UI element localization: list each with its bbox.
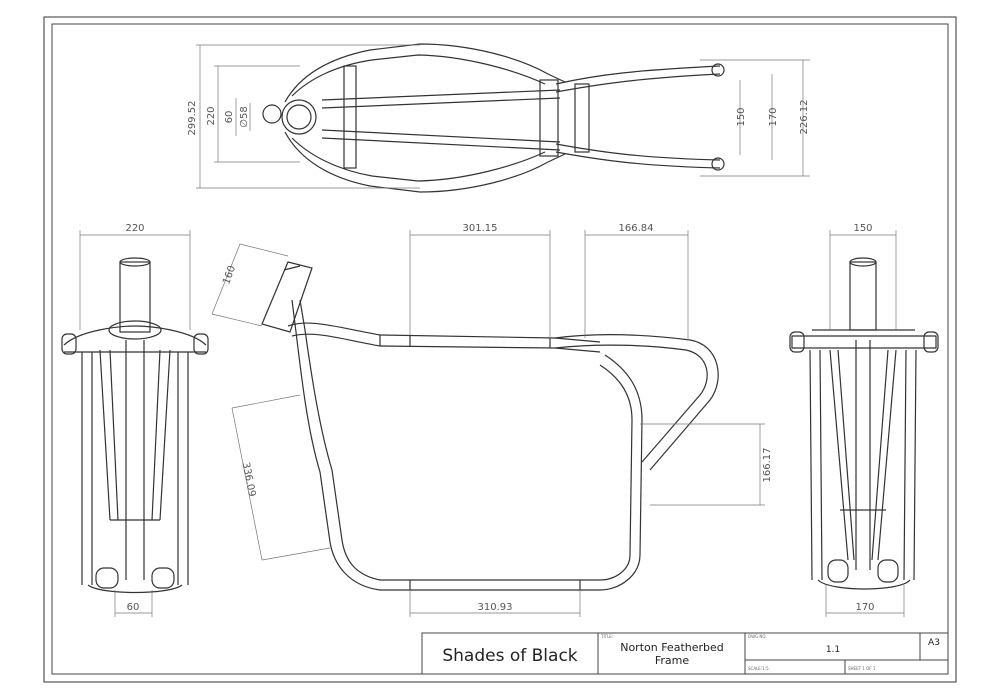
title-label: TITLE: [600, 634, 613, 639]
scale-label: SCALE:1:5 [748, 666, 769, 671]
sheet-size: A3 [928, 638, 940, 648]
dim-top-diameter: ∅58 [239, 106, 250, 127]
title-block [421, 632, 949, 675]
dim-top-overall: 299.52 [187, 101, 198, 136]
dim-top-neck: 60 [224, 111, 235, 124]
dim-top-rear-outer: 226.12 [799, 100, 810, 135]
rear-view [789, 230, 939, 617]
dwg-no-label: DWG NO. [748, 634, 767, 639]
sheet-label: SHEET 1 OF 1 [848, 666, 876, 671]
dim-top-rear-inner: 150 [736, 107, 747, 126]
dim-side-headstock: 160 [221, 264, 238, 286]
dim-rear-bottom: 170 [855, 602, 874, 613]
drawing-title-line2: Frame [655, 654, 690, 667]
dim-side-bottom: 310.93 [478, 602, 513, 613]
company-name: Shades of Black [442, 646, 577, 666]
dim-side-rear-height: 166.17 [762, 448, 773, 483]
side-view [211, 230, 765, 617]
drawing-title-line1: Norton Featherbed [620, 641, 724, 654]
outer-border [43, 16, 957, 683]
top-view [196, 43, 810, 193]
front-view [61, 230, 209, 617]
dim-top-front: 220 [206, 106, 217, 125]
dim-rear-top: 150 [853, 223, 872, 234]
drawing-number: 1.1 [826, 645, 840, 655]
dim-top-rear-mid: 170 [768, 107, 779, 126]
dim-side-front-down: 336.09 [240, 461, 257, 497]
dim-side-rear-top: 166.84 [619, 223, 654, 234]
dim-front-bottom: 60 [127, 602, 140, 613]
dim-side-top-rail: 301.15 [463, 223, 498, 234]
dim-front-width: 220 [125, 223, 144, 234]
